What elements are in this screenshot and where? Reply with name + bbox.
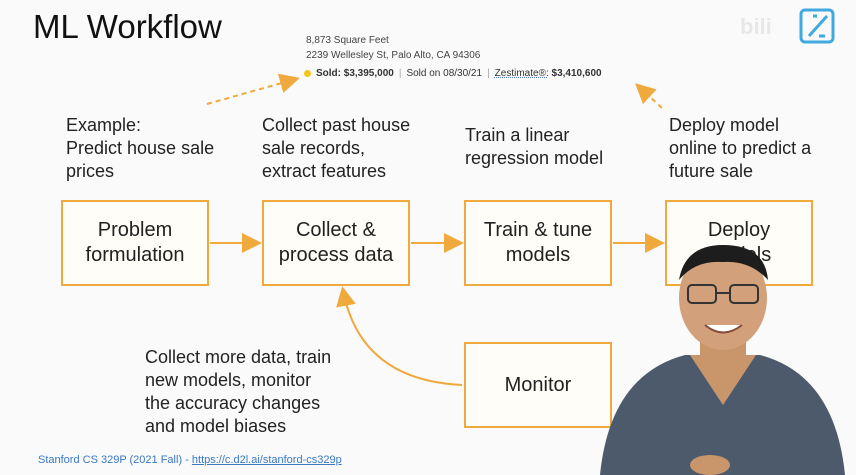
collect-description: Collect past house sale records, extract… (262, 115, 411, 181)
monitor-description: Collect more data, train new models, mon… (145, 347, 332, 436)
deploy-description: Deploy model online to predict a future … (669, 115, 812, 181)
listing-address: 2239 Wellesley St, Palo Alto, CA 94306 (306, 50, 481, 61)
presenter-image (600, 245, 845, 475)
arrow-deploy-to-listing (635, 83, 663, 109)
listing-sqft: 8,873 Square Feet (306, 35, 389, 46)
zestimate-label[interactable]: Zestimate®: (494, 68, 549, 79)
footer-text: Stanford CS 329P (2021 Fall) - (38, 454, 192, 466)
arrow-example-to-listing (206, 73, 300, 105)
problem-description: Example: Predict house sale prices (66, 115, 215, 181)
watermark-logo: bili (740, 14, 772, 39)
problem-formulation-box: Problem formulation (61, 200, 209, 286)
page-title: ML Workflow (33, 8, 222, 45)
bilibili-logo-icon (799, 8, 835, 44)
sold-dot-icon (304, 69, 311, 77)
footer-link[interactable]: https://c.d2l.ai/stanford-cs329p (191, 454, 342, 466)
sold-price: Sold: $3,395,000 (316, 68, 394, 79)
sold-date: Sold on 08/30/21 (406, 68, 483, 79)
collect-process-box: Collect & process data (262, 200, 410, 286)
train-tune-box: Train & tune models (464, 200, 612, 286)
listing-price-row: Sold: $3,395,000|Sold on 08/30/21|Zestim… (304, 68, 602, 79)
footer-source: Stanford CS 329P (2021 Fall) - https://c… (38, 454, 342, 466)
zestimate-value: $3,410,600 (551, 68, 602, 79)
train-description: Train a linear regression model (465, 125, 604, 168)
monitor-box: Monitor (464, 342, 612, 428)
arrow-monitor-to-collect (336, 286, 463, 386)
listing-details: 8,873 Square Feet 2239 Wellesley St, Pal… (306, 33, 480, 63)
